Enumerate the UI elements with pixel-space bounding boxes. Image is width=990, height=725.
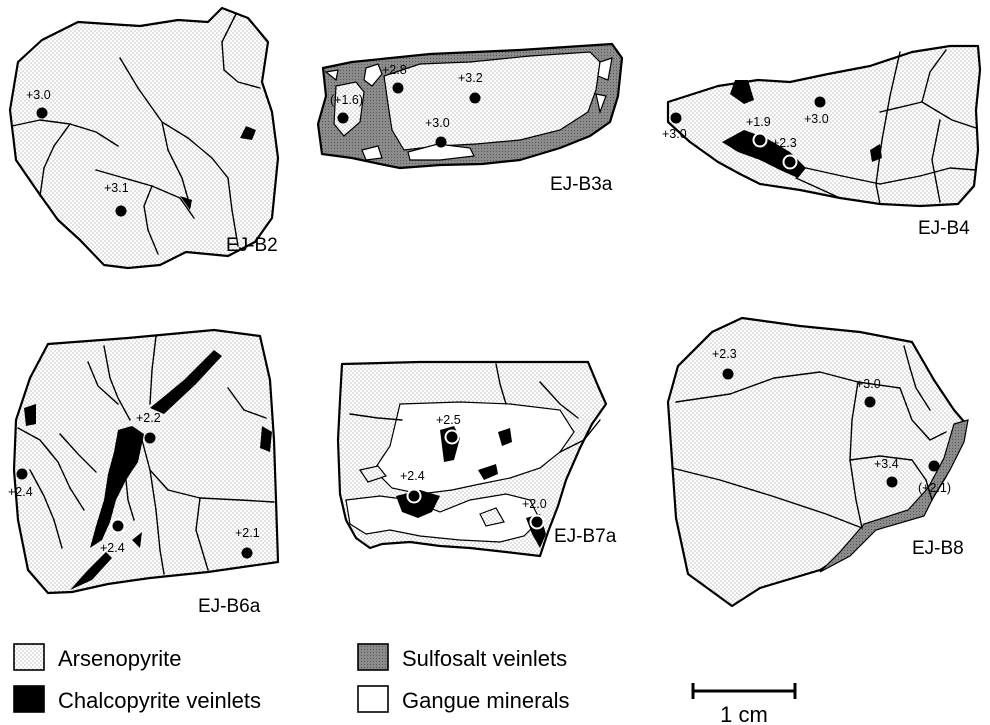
specimen-ej-b6a: +2.2 +2.4 +2.4 +2.1 EJ-B6a (8, 330, 278, 617)
legend-item-chalcopyrite: Chalcopyrite veinlets (14, 686, 261, 713)
measurement-dot (865, 397, 876, 408)
legend-item-arsenopyrite: Arsenopyrite (14, 644, 182, 671)
measurement-ring (784, 156, 797, 169)
isotope-value: +3.0 (425, 116, 450, 130)
isotope-value: +2.4 (100, 541, 125, 555)
isotope-value: +2.3 (772, 136, 797, 150)
legend-label: Arsenopyrite (58, 646, 182, 671)
specimen-label: EJ-B8 (912, 538, 964, 559)
isotope-value: +2.1 (235, 526, 260, 540)
specimen-outline (668, 318, 966, 606)
measurement-ring (112, 520, 125, 533)
measurement-dot (929, 461, 940, 472)
isotope-value: +3.4 (874, 457, 899, 471)
isotope-value: +2.3 (712, 347, 737, 361)
specimen-label: EJ-B4 (918, 218, 970, 239)
swatch-chalcopyrite (14, 686, 44, 712)
specimen-label: EJ-B7a (554, 526, 617, 547)
isotope-value: +2.5 (436, 413, 461, 427)
measurement-ring (446, 431, 459, 444)
legend-item-sulfosalt: Sulfosalt veinlets (358, 644, 567, 671)
legend-label: Sulfosalt veinlets (402, 646, 567, 671)
specimen-outline (10, 8, 278, 268)
specimen-ej-b4: +3.0 +3.0 +1.9 +2.3 EJ-B4 (662, 46, 980, 239)
measurement-dot (37, 108, 48, 119)
isotope-value: +3.0 (662, 127, 687, 141)
measurement-dot (145, 433, 156, 444)
isotope-value: +3.1 (104, 181, 129, 195)
legend-label: Gangue minerals (402, 688, 570, 713)
specimen-ej-b3a: +2.8 +3.2 (+1.6) +3.0 EJ-B3a (318, 44, 622, 195)
isotope-value: +3.0 (856, 377, 881, 391)
measurement-dot (470, 93, 481, 104)
specimen-ej-b7a: +2.5 +2.4 +2.0 EJ-B7a (338, 362, 617, 556)
measurement-dot (887, 477, 898, 488)
isotope-value: +2.4 (8, 485, 33, 499)
isotope-value: +2.8 (382, 63, 407, 77)
measurement-dot (116, 206, 127, 217)
scale-bar-line (693, 683, 795, 699)
scale-bar: 1 cm (693, 683, 795, 725)
specimen-outline (668, 46, 980, 206)
scale-bar-label: 1 cm (720, 702, 768, 725)
isotope-value: (+2.1) (918, 481, 951, 495)
measurement-dot (723, 369, 734, 380)
specimen-label: EJ-B2 (226, 235, 278, 256)
specimen-ej-b8: +2.3 +3.0 +3.4 (+2.1) EJ-B8 (668, 318, 968, 606)
measurement-dot (17, 469, 28, 480)
isotope-value: +1.9 (746, 115, 771, 129)
isotope-value: (+1.6) (330, 93, 363, 107)
isotope-value: +2.4 (400, 469, 425, 483)
swatch-gangue (358, 686, 388, 712)
swatch-arsenopyrite (14, 644, 44, 670)
specimen-outline (14, 330, 278, 593)
isotope-value: +3.0 (26, 88, 51, 102)
legend-item-gangue: Gangue minerals (358, 686, 570, 713)
measurement-dot (436, 137, 447, 148)
measurement-ring (754, 134, 767, 147)
measurement-ring (531, 516, 544, 529)
measurement-dot (393, 83, 404, 94)
legend: Arsenopyrite Chalcopyrite veinlets Sulfo… (14, 644, 570, 713)
measurement-dot (815, 97, 826, 108)
measurement-ring (408, 490, 421, 503)
measurement-dot (242, 548, 253, 559)
swatch-sulfosalt (358, 644, 388, 670)
isotope-value: +2.2 (136, 411, 161, 425)
isotope-value: +2.0 (522, 497, 547, 511)
measurement-dot (338, 113, 349, 124)
specimen-label: EJ-B6a (198, 596, 261, 617)
legend-label: Chalcopyrite veinlets (58, 688, 261, 713)
isotope-value: +3.2 (458, 71, 483, 85)
measurement-dot (671, 113, 682, 124)
specimen-ej-b2: +3.0 +3.1 EJ-B2 (10, 8, 278, 268)
specimen-label: EJ-B3a (550, 174, 613, 195)
isotope-value: +3.0 (804, 112, 829, 126)
